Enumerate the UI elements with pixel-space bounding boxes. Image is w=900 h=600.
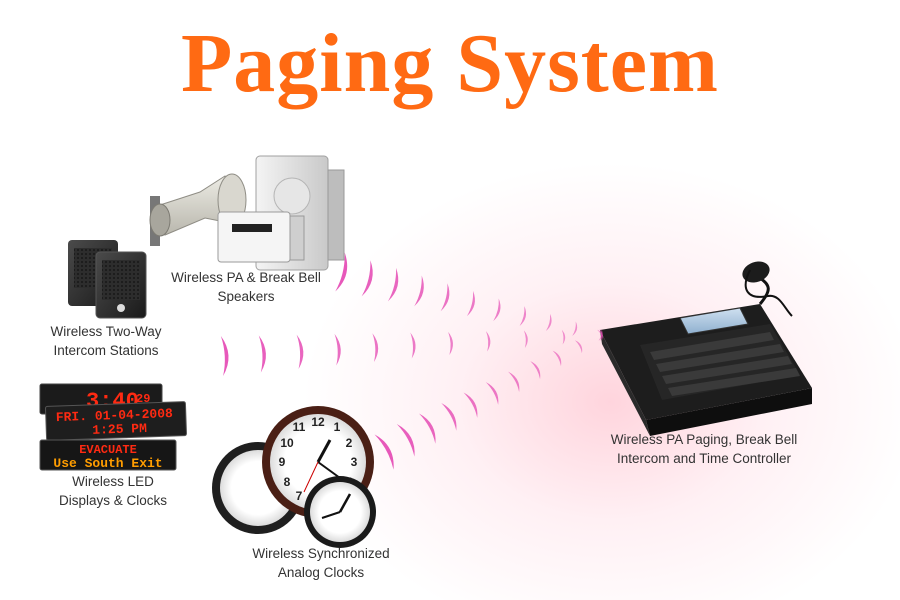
wave-arc	[572, 321, 578, 336]
wave-arc	[396, 423, 415, 457]
led-message: Use South Exit	[53, 456, 162, 471]
wave-arc	[335, 252, 348, 292]
wave-arc	[599, 329, 603, 341]
wave-arc	[387, 267, 399, 302]
speakers-caption: Wireless PA & Break Bell Speakers	[171, 270, 321, 304]
led-date: FRI. 01-04-2008	[56, 406, 174, 425]
controller-caption: Wireless PA Paging, Break Bell Intercom …	[610, 432, 798, 466]
svg-text:9: 9	[279, 455, 286, 469]
wave-arc	[486, 331, 491, 352]
svg-text:10: 10	[280, 436, 294, 450]
intercom-stations-image	[68, 240, 147, 319]
svg-text:7: 7	[296, 489, 303, 503]
wave-arc	[463, 392, 478, 418]
controller-image	[600, 261, 812, 436]
led-displays-image: 3:40 29 FRI. 01-04-2008 1:25 PM EVACUATE…	[39, 383, 187, 471]
wave-arc	[220, 336, 229, 376]
wave-arc	[296, 334, 304, 369]
wave-arc	[493, 298, 501, 322]
wave-arc	[258, 335, 266, 373]
pa-speakers-image	[149, 155, 345, 271]
svg-text:3: 3	[351, 455, 358, 469]
intercom-caption: Wireless Two-Way Intercom Stations	[50, 324, 162, 358]
wave-arc	[597, 329, 604, 341]
wave-arc	[419, 413, 436, 444]
wave-arc	[374, 434, 394, 470]
svg-text:8: 8	[284, 475, 291, 489]
svg-text:2: 2	[346, 436, 353, 450]
wave-arc	[448, 331, 453, 355]
wave-arc	[334, 333, 341, 366]
wave-arc	[441, 403, 457, 431]
wave-arc	[466, 290, 475, 317]
wave-arc	[485, 382, 499, 405]
led-caption: Wireless LED Displays & Clocks	[58, 474, 168, 508]
wave-arc	[561, 329, 566, 345]
svg-text:12: 12	[311, 415, 325, 429]
page-title: Paging System	[181, 17, 719, 110]
analog-caption: Wireless Synchronized Analog Clocks	[252, 546, 390, 580]
led-clock: 1:25 PM	[92, 421, 147, 438]
wave-arc	[508, 371, 520, 393]
wave-arc	[440, 283, 450, 312]
wave-arc	[552, 350, 562, 367]
svg-text:11: 11	[293, 420, 306, 434]
wave-arc	[545, 313, 552, 331]
wave-arc	[530, 361, 541, 380]
wave-arc	[574, 340, 583, 354]
svg-text:1: 1	[334, 420, 341, 434]
led-alert: EVACUATE	[79, 443, 137, 457]
wave-arc	[361, 260, 373, 297]
wave-arc	[523, 330, 528, 348]
wave-arc	[414, 275, 424, 307]
wave-arc	[410, 332, 416, 359]
wave-arc	[519, 306, 527, 327]
wave-arc	[372, 333, 379, 362]
